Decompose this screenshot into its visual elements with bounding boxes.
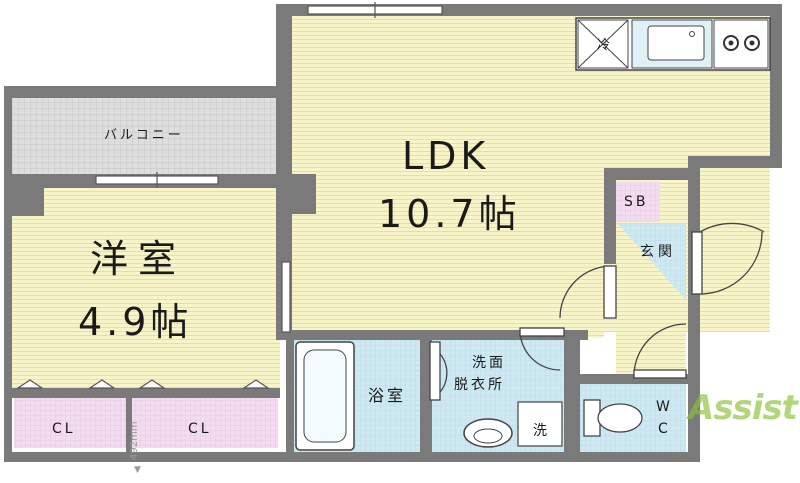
bath-label: 浴室: [368, 386, 407, 405]
closet-doors: [16, 379, 270, 389]
dimension-arrow: ▼: [134, 465, 141, 475]
wc-label-2: C: [658, 421, 671, 437]
entrance-tile: [618, 224, 686, 300]
assist-logo: Assist: [688, 388, 798, 428]
dimension-note: 492mm: [129, 421, 140, 460]
western-room-size: 4.9帖: [78, 300, 193, 344]
balcony-floor: [12, 98, 280, 174]
washbasin: [463, 418, 513, 448]
ldk-name: LDK: [402, 134, 490, 178]
balcony-label: バルコニー: [104, 128, 184, 143]
closet-left: [14, 398, 126, 448]
sb-label: SB: [624, 194, 649, 210]
bathtub: [295, 341, 355, 451]
closet-right: [132, 398, 278, 448]
dressing-label-2: 脱衣所: [454, 377, 505, 393]
closet-left-label: CL: [52, 421, 76, 437]
western-room-floor: [12, 188, 280, 388]
fridge-symbol: 冷: [597, 38, 610, 53]
dressing-label-1: 洗面: [472, 355, 506, 371]
doors: [429, 222, 765, 401]
ldk-floor-lower: [292, 160, 604, 338]
sb-area: [616, 182, 660, 222]
kitchen-counter: [575, 17, 771, 71]
washer-label: 洗: [533, 423, 550, 439]
entrance-label: 玄関: [640, 244, 676, 260]
washer-pan: [517, 401, 563, 447]
closet-right-label: CL: [188, 421, 212, 437]
ldk-size: 10.7帖: [378, 192, 521, 236]
toilet: [583, 399, 643, 437]
windows: [95, 2, 443, 333]
wc-label-1: W: [656, 399, 673, 415]
western-room-name: 洋室: [90, 237, 187, 281]
